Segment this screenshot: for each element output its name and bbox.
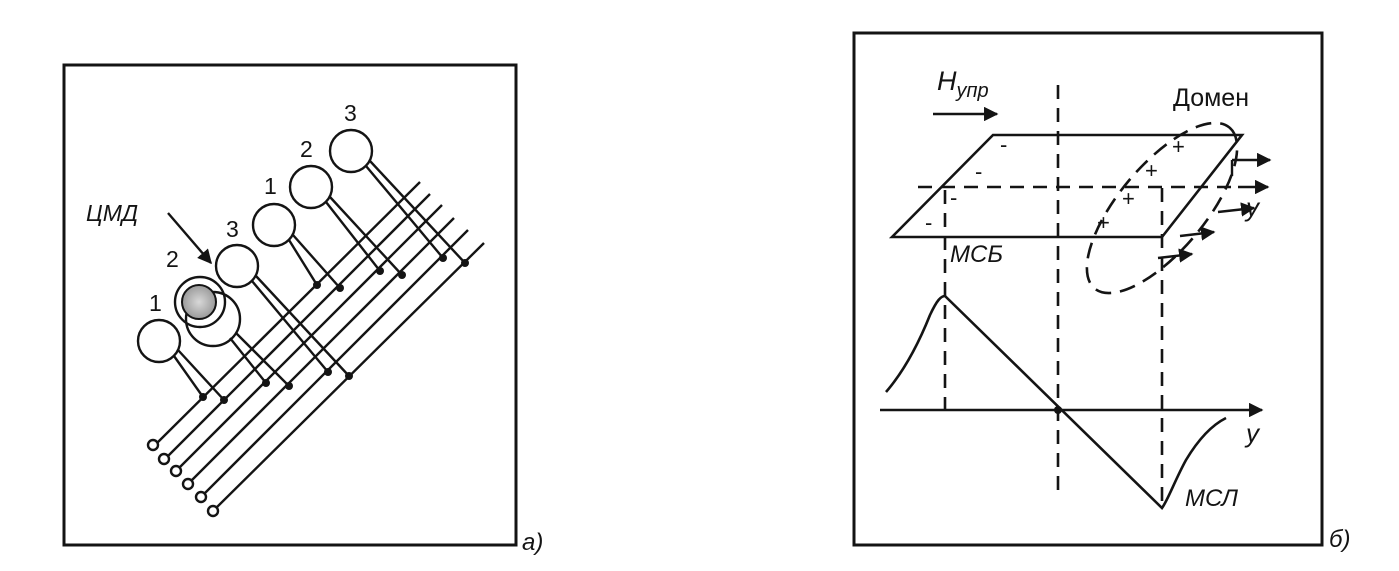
terminal-pads <box>146 438 220 518</box>
conductor-line <box>154 181 421 446</box>
field-label: Hупр <box>937 66 989 102</box>
loop-pad <box>136 318 182 364</box>
junction-dot <box>262 379 270 387</box>
charge-sign: - <box>925 210 932 235</box>
junction-dot <box>285 382 293 390</box>
pad-number: 2 <box>166 246 179 272</box>
loop-stem <box>235 332 290 387</box>
junction-dot <box>376 267 384 275</box>
loop-stem <box>177 349 225 401</box>
junction-dot <box>439 254 447 262</box>
panel-b-caption: б) <box>1329 526 1351 553</box>
charge-sign: + <box>1145 158 1158 183</box>
charge-sign: + <box>1122 186 1135 211</box>
bubble-domain <box>181 284 217 320</box>
junction-dot <box>345 372 353 380</box>
loop-stem <box>251 280 329 373</box>
terminal-pad <box>146 438 160 452</box>
pad-number: 3 <box>226 216 239 242</box>
film-plate <box>888 133 1245 239</box>
junction-dot <box>324 368 332 376</box>
loop-stem <box>329 196 403 276</box>
field-profile-curve <box>885 294 1227 510</box>
loop-stem <box>173 355 204 398</box>
junction-dot <box>313 281 321 289</box>
loop-pad <box>214 243 260 289</box>
pad-number: 1 <box>264 173 277 199</box>
loop-pad <box>288 164 334 210</box>
loop-pad <box>251 202 297 248</box>
msb-label: МСБ <box>950 241 1003 268</box>
charge-sign: + <box>1172 134 1185 159</box>
axis-label-bottom: y <box>1244 418 1261 448</box>
conductor-line <box>175 204 443 472</box>
charge-sign: + <box>1097 210 1110 235</box>
charge-sign: - <box>975 159 982 184</box>
pad-number: 1 <box>149 290 162 316</box>
domain-ellipse <box>1085 121 1239 295</box>
magnetization-arrow <box>1179 226 1216 241</box>
loop-stem <box>325 201 381 272</box>
magnetization-arrow <box>1157 248 1194 263</box>
cmd-pointer-arrow <box>167 212 212 265</box>
domain-label: Домен <box>1173 84 1249 112</box>
panel-b-frame <box>852 31 1324 547</box>
charge-sign: - <box>950 185 957 210</box>
junction-dot <box>220 396 228 404</box>
charge-sign: - <box>1000 132 1007 157</box>
terminal-pad <box>194 490 208 504</box>
conductor-line <box>200 229 469 498</box>
terminal-pad <box>157 452 171 466</box>
loop-stem <box>369 160 466 264</box>
pad-number: 3 <box>344 100 357 126</box>
terminal-pad <box>181 477 195 491</box>
junction-dot <box>199 393 207 401</box>
msl-label: МСЛ <box>1185 485 1239 512</box>
loop-stem <box>255 275 350 377</box>
loop-pad <box>328 128 374 174</box>
cmd-label: ЦМД <box>86 200 138 226</box>
junction-dot <box>398 271 406 279</box>
junction-dot <box>461 259 469 267</box>
loop-stem <box>292 234 341 289</box>
terminal-pad <box>169 464 183 478</box>
magnetization-arrow <box>1217 202 1256 217</box>
loop-stem <box>287 239 319 286</box>
panel-b: Hупр y Домен - - - - + + + + МСБ y <box>852 31 1351 553</box>
junction-dot <box>336 284 344 292</box>
panel-a-caption: а) <box>522 529 543 556</box>
loop-stem <box>229 337 267 384</box>
panel-a-frame <box>62 63 518 547</box>
conductor-line <box>187 217 455 485</box>
terminal-pad <box>206 504 220 518</box>
loop-stem <box>365 165 444 259</box>
loop-pads <box>136 128 469 404</box>
panel-a: ЦМД 1 2 3 1 2 3 а) <box>62 63 543 556</box>
pad-number: 2 <box>300 136 313 162</box>
conductor-line <box>164 193 431 460</box>
bubble-outline <box>173 275 227 329</box>
